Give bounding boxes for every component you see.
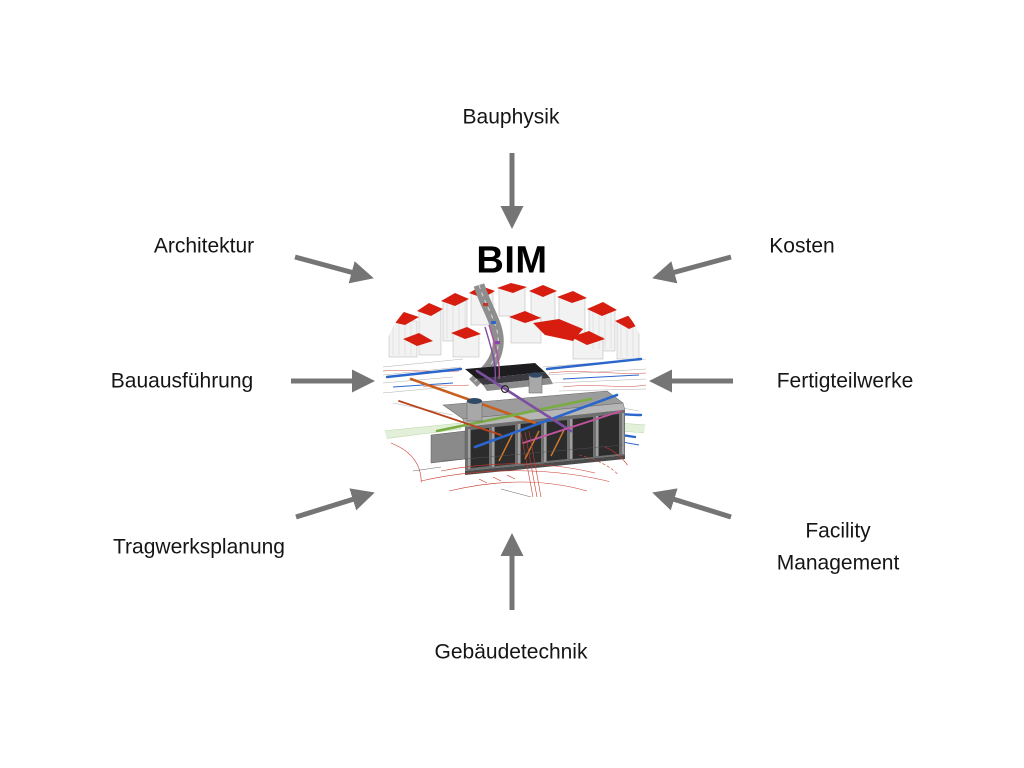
siteplan-red — [390, 430, 636, 497]
arrow-tragwerksplanung-to-bim — [295, 488, 375, 520]
node-label-tragwerksplanung: Tragwerksplanung — [113, 535, 285, 559]
node-label-architektur: Architektur — [153, 234, 255, 258]
arrow-kosten-to-bim — [652, 254, 732, 284]
facade-hatching — [392, 303, 634, 357]
node-label-bauphysik: Bauphysik — [462, 105, 560, 129]
siteplan-dark — [412, 444, 624, 497]
road-vehicles — [483, 303, 500, 344]
node-label-facility-management: Facility Management — [776, 519, 900, 575]
bim-model-image — [383, 283, 646, 497]
node-label-fertigteilwerke: Fertigteilwerke — [776, 369, 914, 393]
red-roofs — [387, 283, 643, 346]
riser-pipes — [484, 324, 501, 382]
node-label-kosten: Kosten — [769, 234, 835, 258]
vent-shafts — [466, 372, 543, 422]
node-label-gebaeudetechnik: Gebäudetechnik — [434, 640, 588, 664]
node-label-bauausfuehrung: Bauausführung — [110, 369, 254, 393]
diagram-title: BIM — [476, 239, 548, 282]
arrow-architektur-to-bim — [294, 254, 374, 284]
arrow-facility-to-bim — [652, 488, 732, 520]
